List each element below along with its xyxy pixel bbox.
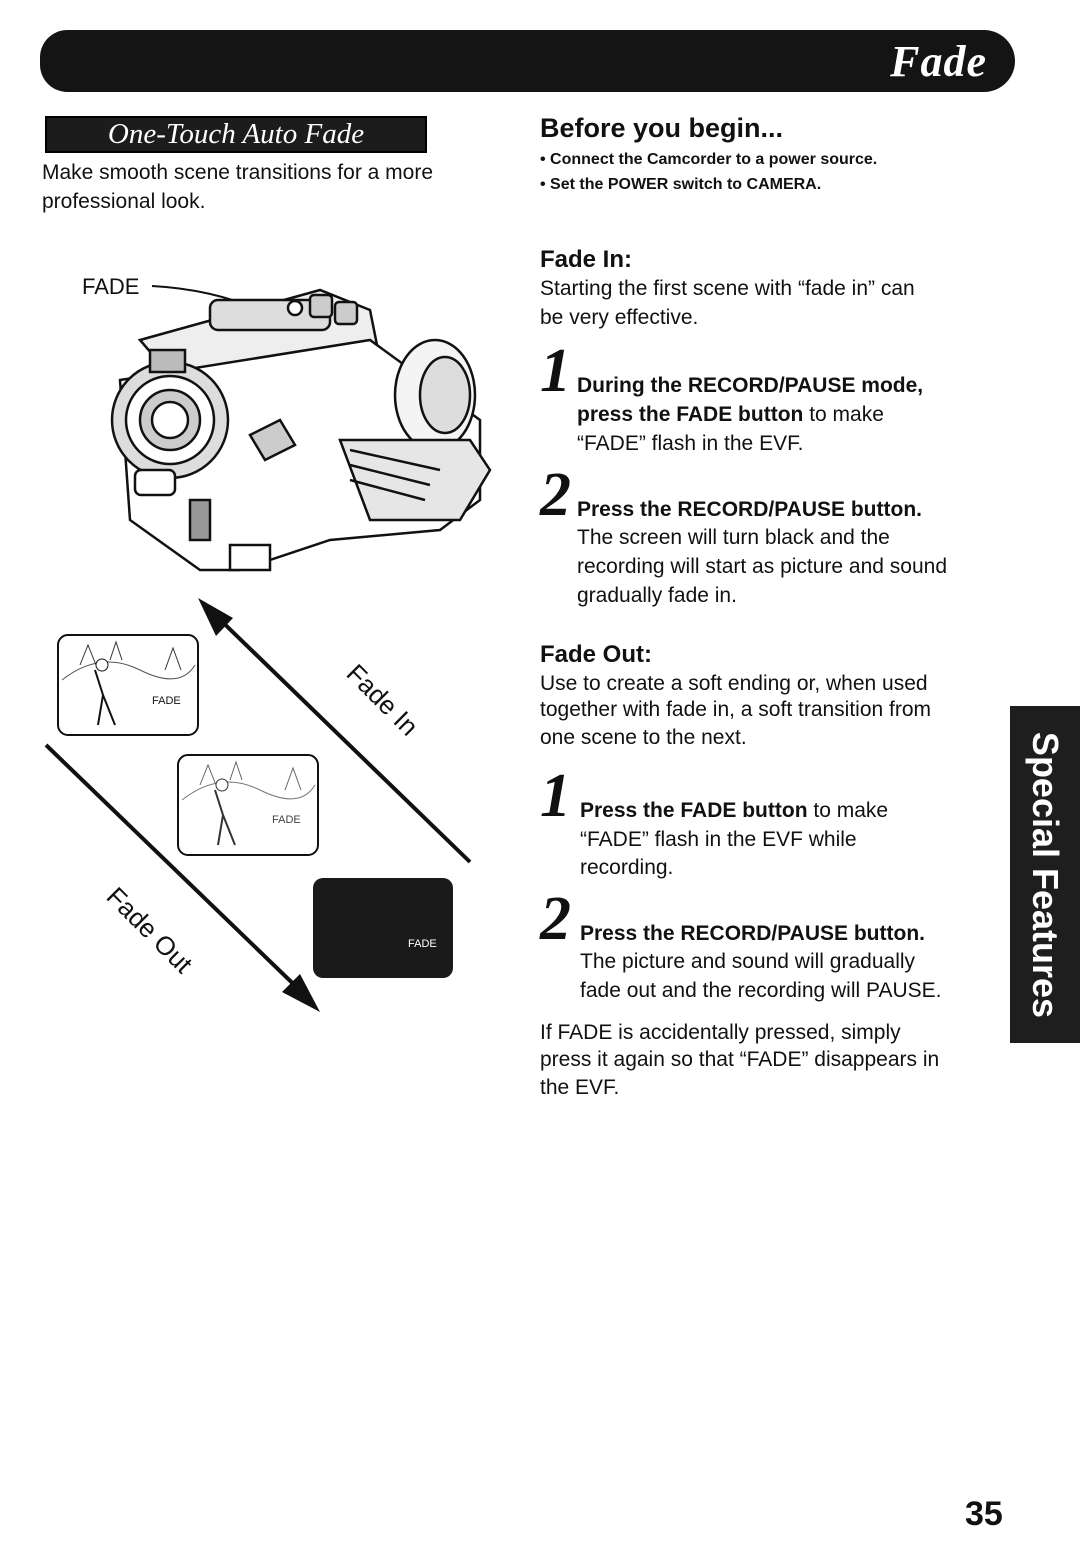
fade-out-step-1-line1: Press the FADE button to make <box>580 796 888 825</box>
fade-note-line2: press it again so that “FADE” disappears… <box>540 1048 940 1071</box>
before-bullet-1: • Connect the Camcorder to a power sourc… <box>540 151 878 168</box>
fade-in-step-1-line2-bold: press the FADE button <box>577 403 804 426</box>
fade-in-label: Fade In <box>341 658 425 742</box>
fade-in-step-2-line2: The screen will turn black and the <box>577 526 890 549</box>
before-you-begin-heading: Before you begin... <box>540 113 784 143</box>
page-title: Fade <box>890 37 987 86</box>
fade-out-heading: Fade Out: <box>540 641 652 668</box>
scene-frame-middle: FADE <box>177 754 319 856</box>
fade-in-step-2-number: 2 <box>540 461 571 529</box>
fade-out-step-1-number: 1 <box>540 762 571 830</box>
fade-in-step-2-line3: recording will start as picture and soun… <box>577 555 948 578</box>
fade-out-desc-line3: one scene to the next. <box>540 726 747 749</box>
section-intro-line2: professional look. <box>42 190 206 213</box>
fade-in-arrow <box>206 606 472 864</box>
page-number: 35 <box>965 1495 1003 1533</box>
section-intro-line1: Make smooth scene transitions for a more <box>42 161 434 184</box>
before-bullet-2: • Set the POWER switch to CAMERA. <box>540 176 822 193</box>
side-tab-label: Special Features <box>1025 731 1066 1018</box>
fade-out-desc-line2: together with fade in, a soft transition… <box>540 698 932 721</box>
fade-in-desc-line2: be very effective. <box>540 306 699 329</box>
fade-in-desc-line1: Starting the first scene with “fade in” … <box>540 277 915 300</box>
fade-out-step-1-line1-bold: Press the FADE button <box>580 799 808 822</box>
fade-out-step-2-line1: Press the RECORD/PAUSE button. <box>580 922 925 945</box>
fade-in-arrowhead <box>198 598 233 636</box>
fade-out-step-1-line2: “FADE” flash in the EVF while <box>580 828 857 851</box>
fade-out-arrow <box>44 743 312 1002</box>
scene-frame-top: FADE <box>57 634 199 736</box>
camera-fade-label: FADE <box>82 274 139 299</box>
camcorder-drawing <box>110 288 492 572</box>
section-heading: One-Touch Auto Fade <box>45 116 427 153</box>
fade-out-arrowhead <box>282 974 320 1012</box>
fade-out-step-1-line1-rest: to make <box>807 799 889 822</box>
fade-in-step-1-line2-rest: to make <box>803 403 884 426</box>
fade-out-step-2-number: 2 <box>540 885 571 953</box>
side-tab-special-features: Special Features <box>1010 706 1080 1043</box>
fade-in-heading: Fade In: <box>540 246 633 273</box>
fade-out-label: Fade Out <box>101 881 199 979</box>
fade-in-step-2-line1: Press the RECORD/PAUSE button. <box>577 498 922 521</box>
header-banner: Fade <box>40 30 1015 92</box>
fade-out-step-2-line3: fade out and the recording will PAUSE. <box>580 979 942 1002</box>
fade-out-step-1-line3: recording. <box>580 856 674 879</box>
scene-frame-black: FADE <box>313 878 453 978</box>
fade-in-step-1-line2: press the FADE button to make <box>577 400 884 429</box>
fade-note-line3: the EVF. <box>540 1076 620 1099</box>
scene-fade-tag-dim: FADE <box>272 814 301 826</box>
scene-fade-tag: FADE <box>152 695 181 707</box>
fade-out-desc-line1: Use to create a soft ending or, when use… <box>540 672 928 695</box>
fade-in-step-1-number: 1 <box>540 337 571 405</box>
black-screen-fade-tag: FADE <box>408 938 437 950</box>
fade-in-step-2-line4: gradually fade in. <box>577 584 737 607</box>
fade-out-step-2-line2: The picture and sound will gradually <box>580 950 916 973</box>
fade-note-line1: If FADE is accidentally pressed, simply <box>540 1021 901 1044</box>
fade-in-step-1-line3: “FADE” flash in the EVF. <box>577 432 804 455</box>
fade-in-step-1-line1: During the RECORD/PAUSE mode, <box>577 374 924 397</box>
fade-illustration: FADE Fade In Fade Out FADE <box>44 274 492 1012</box>
